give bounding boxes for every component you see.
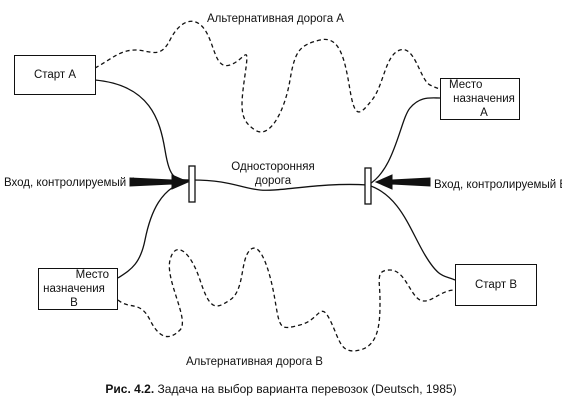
one-way-road-label-2: дорога xyxy=(254,175,292,187)
road-gate-to-start-b xyxy=(367,184,456,281)
figure-caption: Рис. 4.2. Задача на выбор варианта перев… xyxy=(0,382,562,396)
alt-road-a xyxy=(94,20,441,133)
start-a-box: Старт A xyxy=(14,55,96,95)
entry-b-label: Вход, контролируемый B xyxy=(434,179,562,191)
dest-b-box: Место назначения B xyxy=(38,268,118,310)
start-b-box: Старт B xyxy=(455,264,537,306)
entry-a-label: Вход, контролируемый A xyxy=(4,177,137,189)
arrow-b xyxy=(374,174,431,190)
caption-text: Задача на выбор варианта перевозок (Deut… xyxy=(157,382,457,396)
dest-a-label-1: Место xyxy=(449,79,483,91)
one-way-road-label: Односторонняя дорога xyxy=(228,160,318,188)
dest-a-box: Место назначения A xyxy=(440,78,520,120)
start-b-label: Старт B xyxy=(474,279,518,291)
road-gate-to-dest-b xyxy=(117,179,193,279)
alt-road-b-label: Альтернативная дорога B xyxy=(186,356,323,368)
one-way-road xyxy=(191,179,369,191)
dest-a-label-2: назначения A xyxy=(453,93,515,119)
dest-b-label-2: назначения B xyxy=(43,283,105,309)
gate-b xyxy=(364,167,372,205)
one-way-road-label-1: Односторонняя xyxy=(231,161,315,173)
road-start-a-to-gate xyxy=(94,79,193,181)
gate-a xyxy=(188,165,196,203)
alt-road-b xyxy=(117,247,456,352)
start-a-label: Старт A xyxy=(33,69,77,81)
dest-b-label-1: Место xyxy=(75,269,109,281)
alt-road-a-label: Альтернативная дорога A xyxy=(207,13,344,25)
caption-prefix: Рис. 4.2. xyxy=(105,382,155,396)
arrow-a xyxy=(129,174,190,190)
road-gate-to-dest-a xyxy=(367,97,441,186)
